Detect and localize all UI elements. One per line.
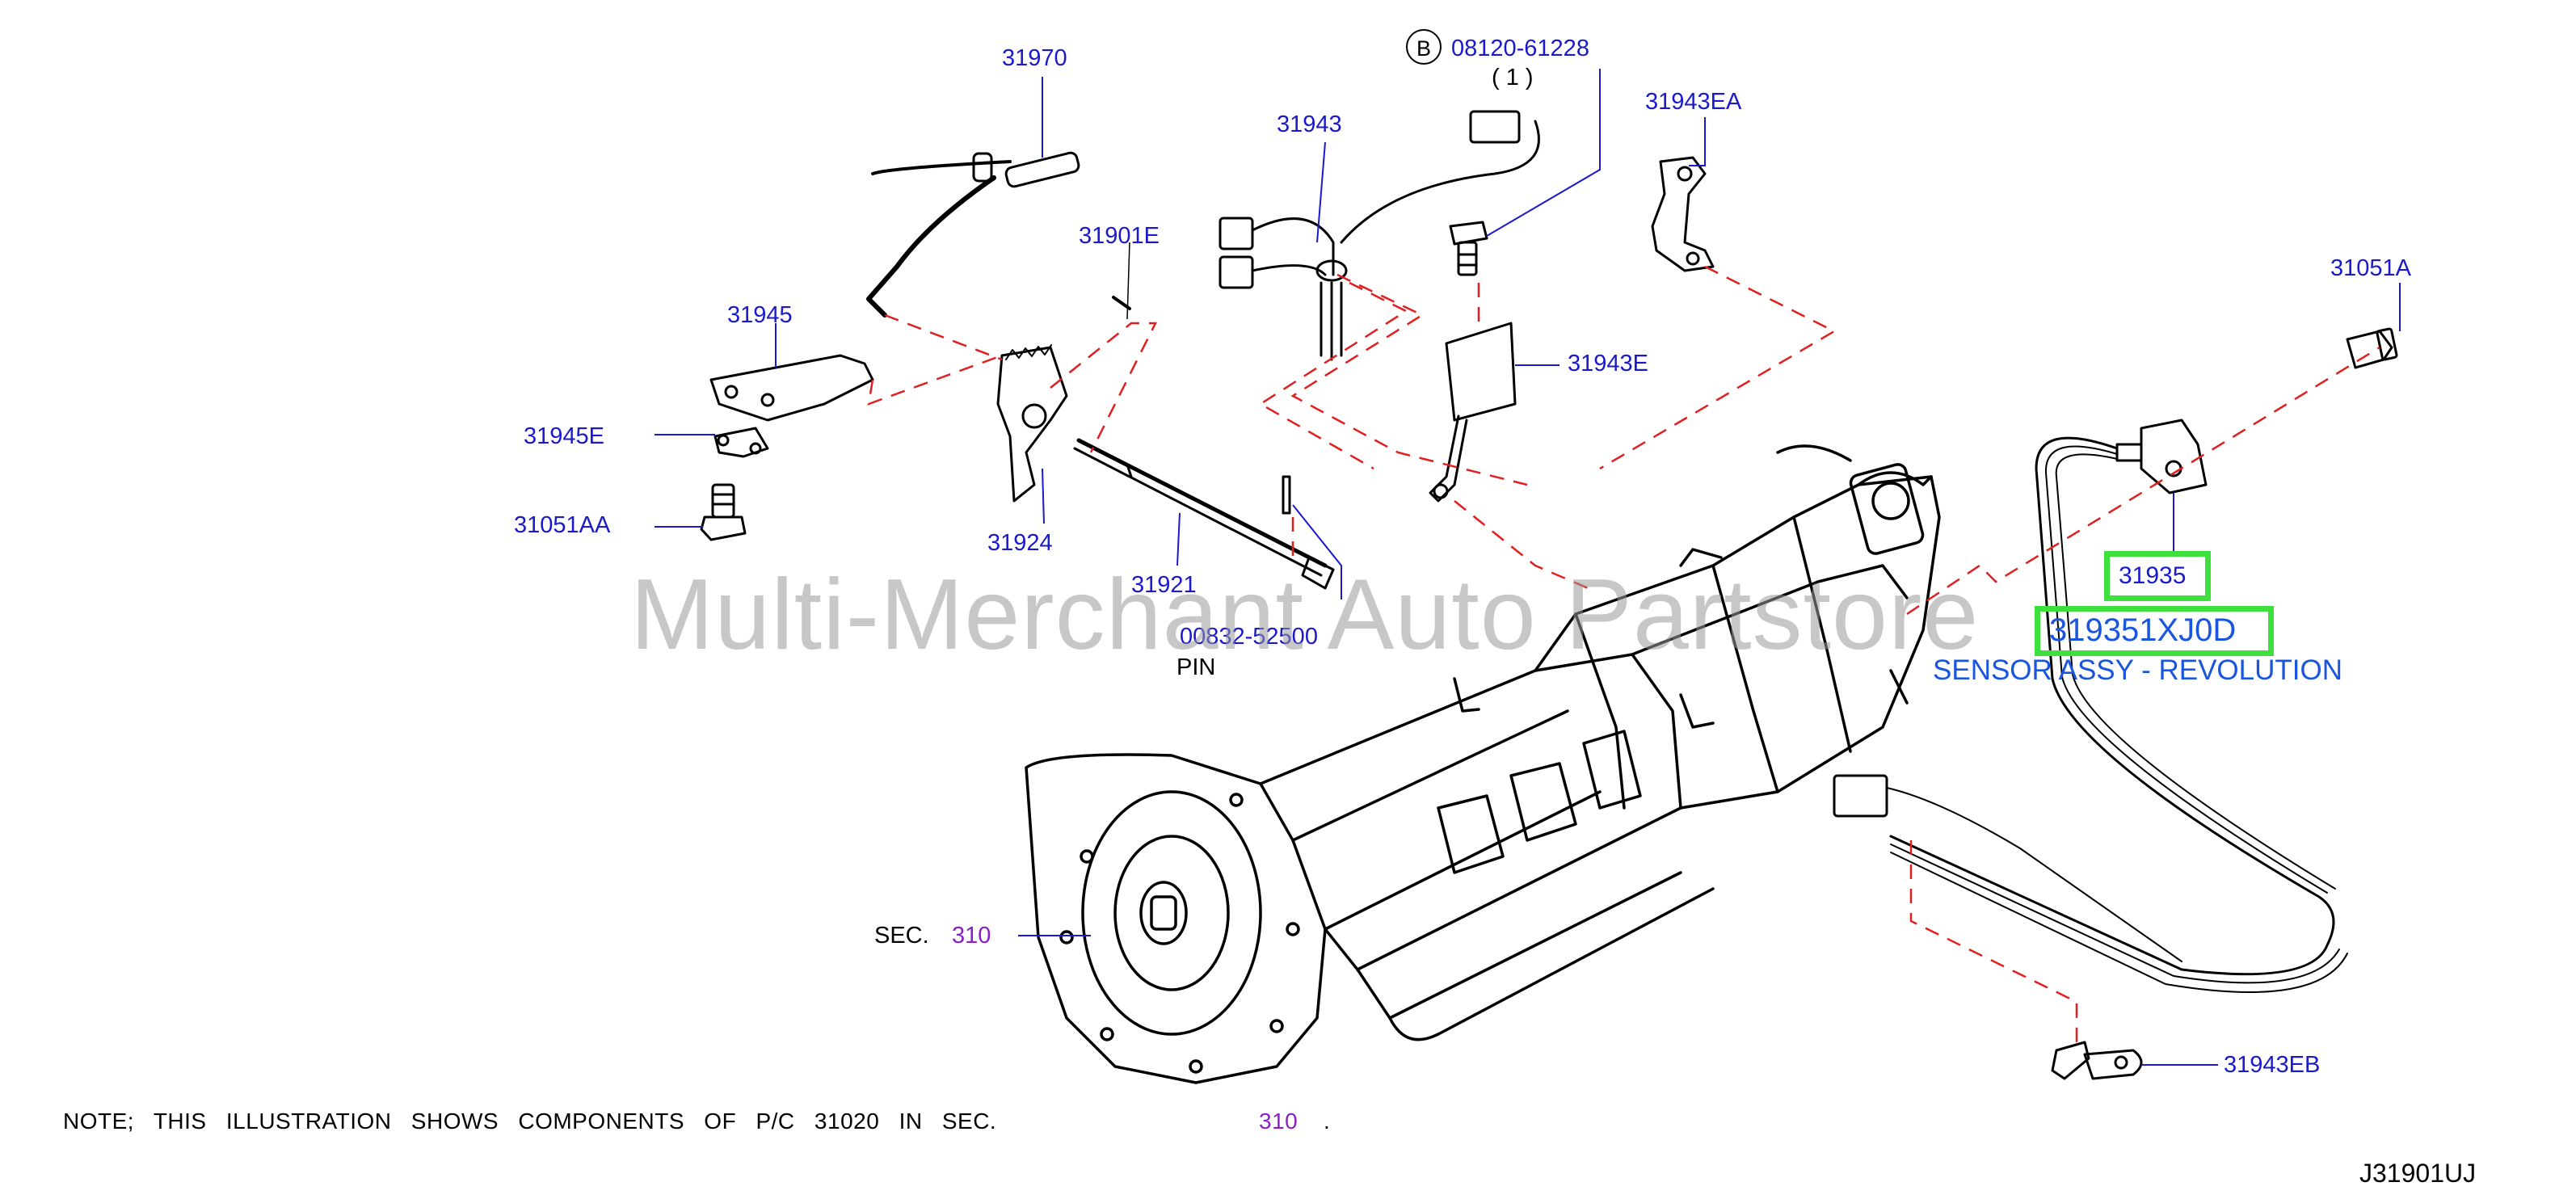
harness-31943 xyxy=(1219,110,1540,361)
sec-label: SEC. xyxy=(874,923,929,949)
sensor-31935 xyxy=(1833,419,2348,993)
bracket-31945 xyxy=(709,354,874,422)
leader-lines xyxy=(655,69,2401,1066)
pin-31901E xyxy=(1112,296,1131,310)
dashed-reference-lines xyxy=(867,265,2380,1042)
label-319351XJ0D[interactable]: 319351XJ0D xyxy=(2049,612,2237,648)
label-31943EA[interactable]: 31943EA xyxy=(1645,89,1742,115)
label-31901E[interactable]: 31901E xyxy=(1079,223,1160,249)
b-marker: B xyxy=(1406,29,1442,65)
note-sec-link[interactable]: 310 xyxy=(1259,1109,1299,1134)
label-31921[interactable]: 31921 xyxy=(1131,572,1197,598)
label-31051A[interactable]: 31051A xyxy=(2330,255,2411,281)
plate-31943E xyxy=(1429,322,1517,503)
label-31051AA[interactable]: 31051AA xyxy=(514,512,611,538)
note-dot: . xyxy=(1324,1109,1331,1134)
watermark: Multi-Merchant Auto Partstore xyxy=(630,559,1980,671)
label-31970[interactable]: 31970 xyxy=(1002,45,1067,71)
label-31935[interactable]: 31935 xyxy=(2119,562,2187,589)
highlight-box-319351XJ0D xyxy=(2035,606,2274,656)
label-08120-61228[interactable]: 08120-61228 xyxy=(1451,36,1589,61)
plate-31945E xyxy=(713,427,769,458)
pin-00832 xyxy=(1282,475,1291,515)
label-31943E[interactable]: 31943E xyxy=(1568,351,1648,377)
label-31943EB[interactable]: 31943EB xyxy=(2224,1052,2321,1078)
pin-label: PIN xyxy=(1176,654,1216,680)
label-00832-52500[interactable]: 00832-52500 xyxy=(1180,624,1318,650)
label-31945[interactable]: 31945 xyxy=(727,302,793,328)
shaft-31921 xyxy=(1073,438,1335,590)
highlight-box-31935 xyxy=(2104,551,2211,601)
label-31924[interactable]: 31924 xyxy=(987,530,1053,556)
diagram-code: J31901UJ xyxy=(2359,1159,2477,1188)
bolt-31051AA xyxy=(700,483,747,541)
clip-31943EB xyxy=(2051,1041,2143,1080)
sec-number[interactable]: 310 xyxy=(952,923,991,949)
label-31943[interactable]: 31943 xyxy=(1277,111,1342,137)
transmission-assembly xyxy=(1025,444,1941,1084)
bolt-08120 xyxy=(1449,221,1488,276)
quantity-label: ( 1 ) xyxy=(1492,65,1534,90)
label-31945E[interactable]: 31945E xyxy=(524,423,604,449)
selector-rod-31970 xyxy=(866,151,1080,318)
bolt-31051A xyxy=(2346,327,2398,369)
note-text: NOTE; THIS ILLUSTRATION SHOWS COMPONENTS… xyxy=(63,1109,997,1134)
part-description: SENSOR ASSY - REVOLUTION xyxy=(1933,654,2342,686)
bracket-31943EA xyxy=(1651,156,1715,272)
note-line: NOTE; THIS ILLUSTRATION SHOWS COMPONENTS… xyxy=(63,1109,1330,1134)
lever-31924 xyxy=(996,344,1068,503)
